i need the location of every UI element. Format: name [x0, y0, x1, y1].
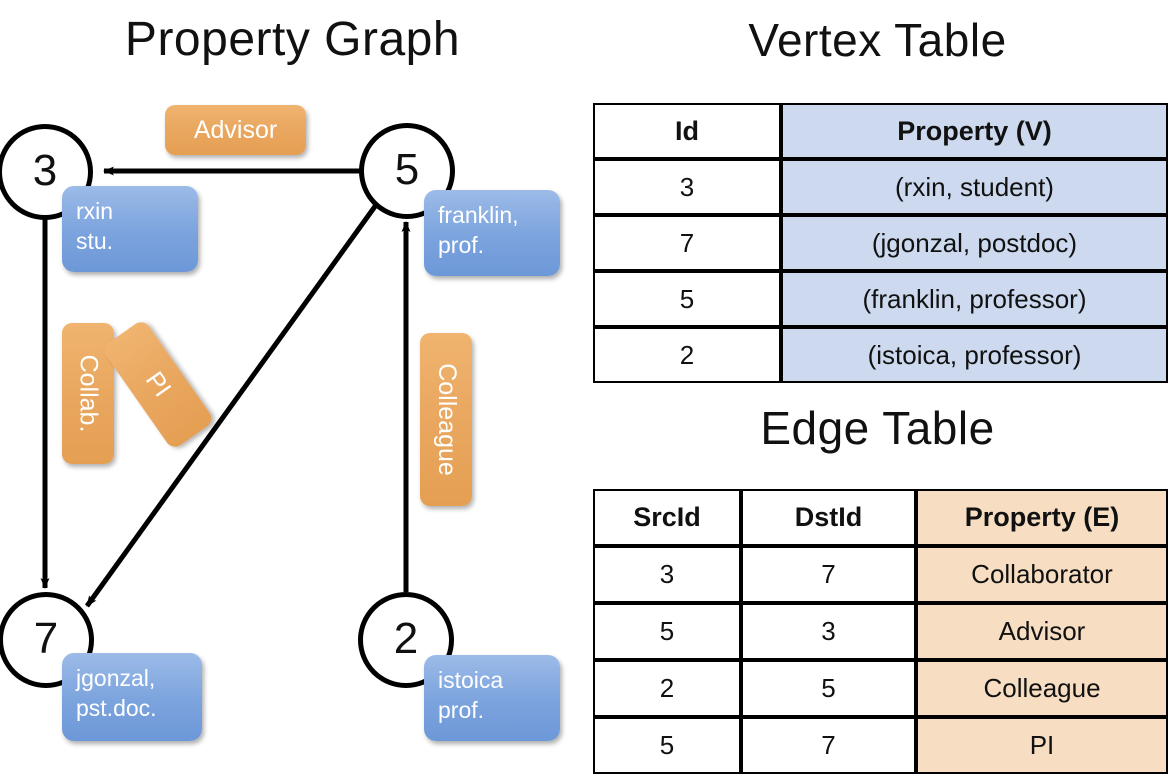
table-row[interactable]: 7 (jgonzal, postdoc): [593, 215, 1168, 271]
vertex-table-header-row: Id Property (V): [593, 103, 1168, 159]
graph-node-2-label: 2: [393, 614, 419, 663]
edge-cell-srcid: 5: [593, 717, 741, 774]
edge-cell-property: Colleague: [916, 660, 1168, 717]
vertex-table-header-id: Id: [593, 103, 781, 159]
graph-node-2-property-line1: istoica: [438, 667, 504, 693]
table-row[interactable]: 2 5 Colleague: [593, 660, 1168, 717]
edge-label-colleague: Colleague: [420, 333, 472, 506]
graph-node-3-property-box: rxin stu.: [62, 186, 198, 272]
edge-cell-dstid: 7: [741, 717, 916, 774]
graph-node-3-property-line1: rxin: [76, 198, 114, 224]
edge-table: SrcId DstId Property (E) 3 7 Collaborato…: [593, 489, 1168, 774]
graph-node-5-label: 5: [394, 145, 420, 194]
edge-cell-dstid: 3: [741, 603, 916, 660]
vertex-cell-property: (franklin, professor): [781, 271, 1168, 327]
edge-cell-dstid: 5: [741, 660, 916, 717]
property-graph-panel: Property Graph 3 rxin stu.: [0, 0, 585, 760]
edge-table-header-property: Property (E): [916, 489, 1168, 546]
edge-label-pi-text: PI: [140, 366, 177, 402]
table-row[interactable]: 3 (rxin, student): [593, 159, 1168, 215]
table-row[interactable]: 3 7 Collaborator: [593, 546, 1168, 603]
page-title-property-graph: Property Graph: [124, 13, 461, 66]
page-title-edge-table: Edge Table: [760, 402, 995, 454]
edge-cell-property: PI: [916, 717, 1168, 774]
edge-cell-dstid: 7: [741, 546, 916, 603]
edge-cell-srcid: 2: [593, 660, 741, 717]
graph-edges-layer: [40, 166, 411, 608]
edge-label-colleague-text: Colleague: [432, 363, 461, 476]
vertex-cell-id: 7: [593, 215, 781, 271]
graph-node-5-property-box: franklin, prof.: [424, 190, 560, 276]
edge-table-header-row: SrcId DstId Property (E): [593, 489, 1168, 546]
vertex-cell-property: (istoica, professor): [781, 327, 1168, 383]
edge-table-header-dstid: DstId: [741, 489, 916, 546]
vertex-cell-id: 2: [593, 327, 781, 383]
graph-node-7-property-line2: pst.doc.: [76, 695, 157, 721]
graph-node-7-property-line1: jgonzal,: [76, 665, 156, 691]
table-row[interactable]: 5 (franklin, professor): [593, 271, 1168, 327]
graph-node-5-property-line2: prof.: [438, 232, 485, 258]
edge-label-advisor: Advisor: [165, 105, 306, 155]
vertex-cell-property: (rxin, student): [781, 159, 1168, 215]
edge-label-advisor-text: Advisor: [193, 115, 278, 144]
graph-node-2-property-line2: prof.: [438, 697, 485, 723]
graph-node-7-label: 7: [33, 614, 59, 663]
graph-node-3-label: 3: [32, 146, 58, 195]
graph-node-2-property-box: istoica prof.: [424, 655, 560, 741]
edge-cell-srcid: 3: [593, 546, 741, 603]
page-title-vertex-table: Vertex Table: [748, 14, 1007, 66]
graph-node-5[interactable]: 5: [359, 123, 455, 219]
edge-5-to-7: [84, 203, 379, 608]
edge-cell-property: Advisor: [916, 603, 1168, 660]
table-row[interactable]: 2 (istoica, professor): [593, 327, 1168, 383]
vertex-table-header-property: Property (V): [781, 103, 1168, 159]
edge-table-header-srcid: SrcId: [593, 489, 741, 546]
vertex-cell-property: (jgonzal, postdoc): [781, 215, 1168, 271]
graph-node-5-property-line1: franklin,: [438, 202, 519, 228]
edge-cell-property: Collaborator: [916, 546, 1168, 603]
graph-node-2[interactable]: 2: [358, 592, 454, 688]
graph-node-7-property-box: jgonzal, pst.doc.: [62, 653, 202, 741]
table-row[interactable]: 5 3 Advisor: [593, 603, 1168, 660]
graph-node-3-property-line2: stu.: [76, 228, 114, 254]
table-row[interactable]: 5 7 PI: [593, 717, 1168, 774]
vertex-cell-id: 3: [593, 159, 781, 215]
vertex-cell-id: 5: [593, 271, 781, 327]
edge-label-collab-text: Collab.: [74, 354, 103, 433]
edge-cell-srcid: 5: [593, 603, 741, 660]
vertex-table: Id Property (V) 3 (rxin, student) 7 (jgo…: [593, 103, 1168, 383]
